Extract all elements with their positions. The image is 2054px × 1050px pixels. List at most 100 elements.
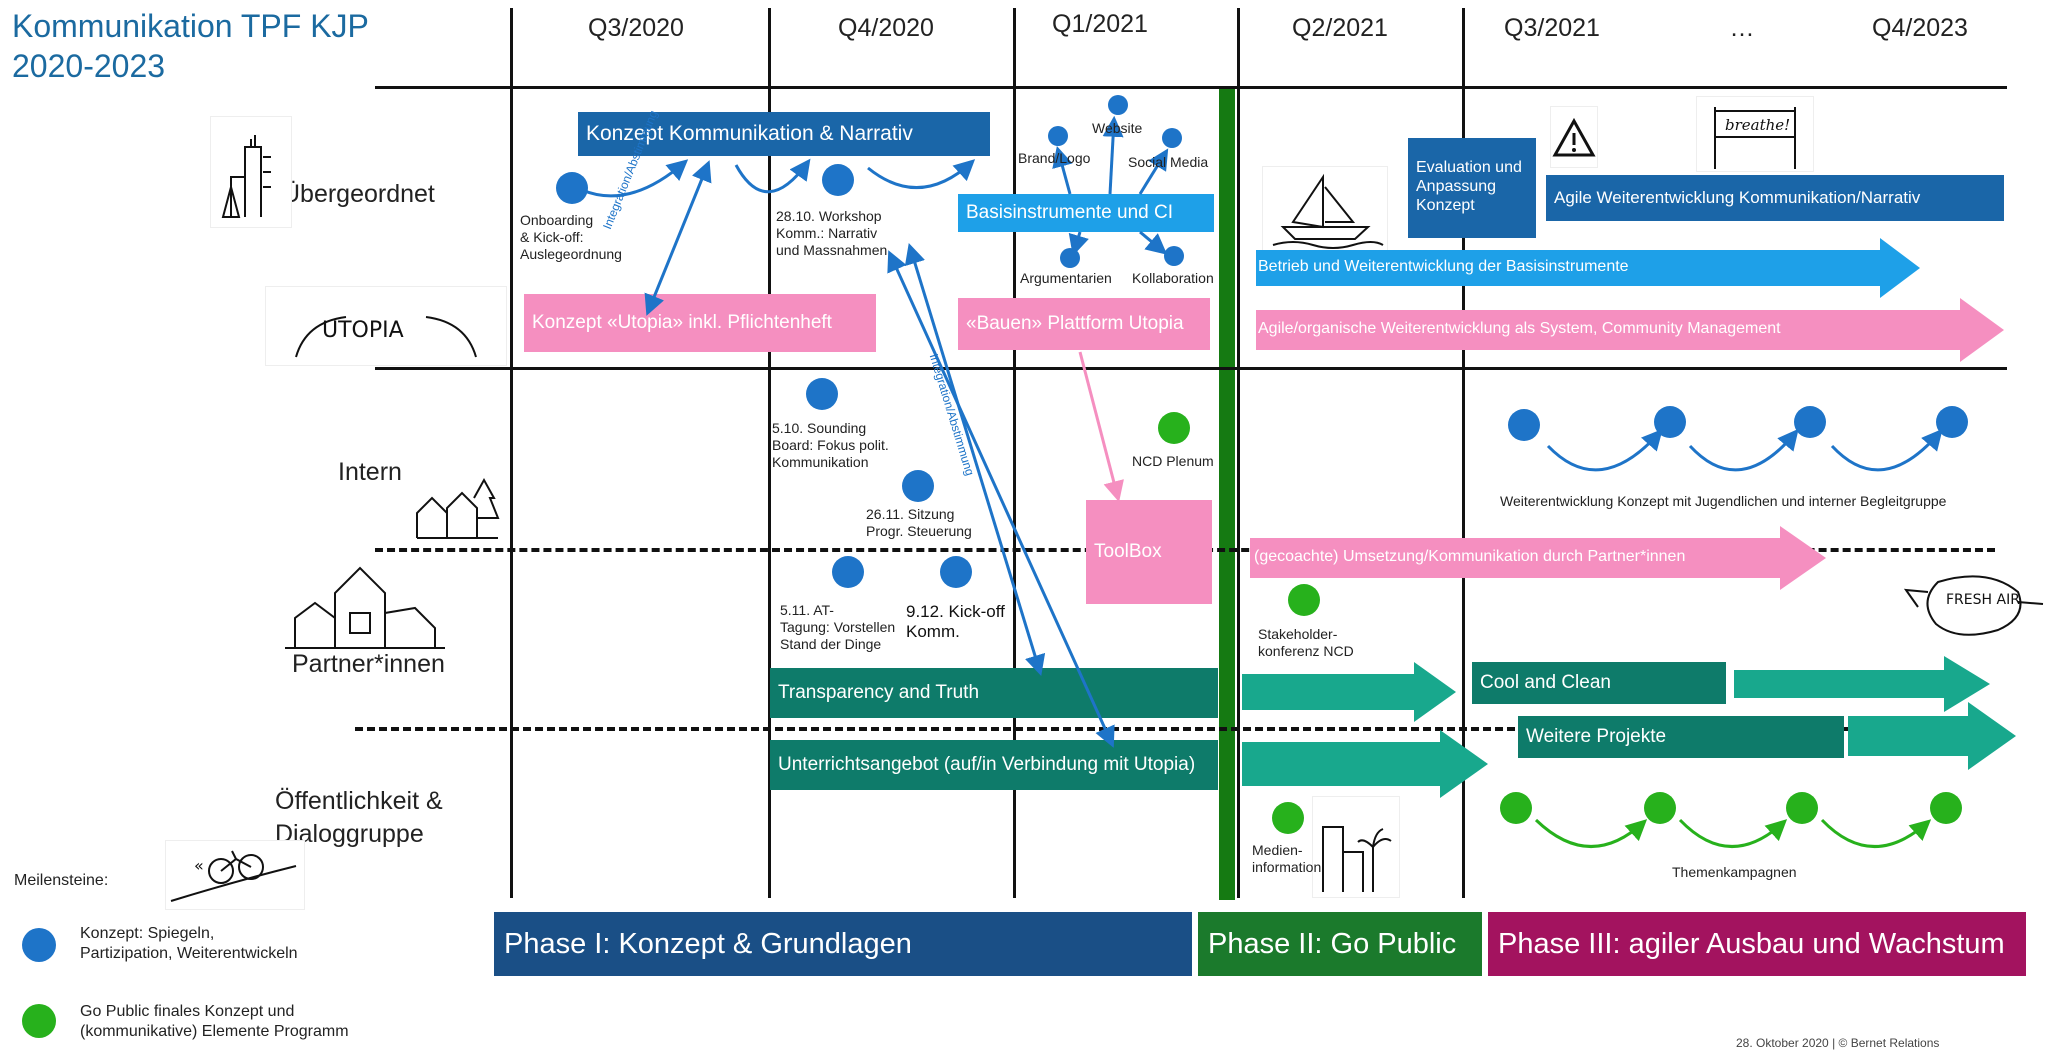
arrow-betrieb [1256, 238, 1920, 298]
quarter-header-q1-2021: Q1/2021 [1052, 10, 1148, 38]
milestone-dot-public-3 [1786, 792, 1818, 824]
grid-line-h1 [375, 86, 2007, 89]
milestone-dot-intern-3 [1794, 406, 1826, 438]
milestone-dot-public-2 [1644, 792, 1676, 824]
legend-blue-dot [22, 928, 56, 962]
milestone-dot-kickoff [940, 556, 972, 588]
box-agile-weiterentwicklung: Agile Weiterentwicklung Kommunikation/Na… [1546, 175, 2004, 221]
note-sounding: 5.10. Sounding Board: Fokus polit. Kommu… [772, 420, 889, 470]
row-label-oeffentlichkeit-1: Öffentlichkeit & [275, 787, 443, 815]
note-argumentarien: Argumentarien [1020, 270, 1112, 286]
fresh-air-text: FRESH AIR [1946, 592, 2020, 608]
intern-curve-1 [1546, 428, 1663, 472]
note-stakeholder: Stakeholder- konferenz NCD [1258, 626, 1354, 659]
houses-sketch-icon [412, 468, 502, 544]
note-social: Social Media [1128, 154, 1209, 170]
box-basisinstrumente: Basisinstrumente und CI [958, 194, 1214, 232]
dot-argumentarien [1060, 248, 1080, 268]
quarter-header-q3-2021: Q3/2021 [1504, 14, 1600, 42]
text-agile-organisch: Agile/organische Weiterentwicklung als S… [1258, 320, 1781, 337]
public-curve-1 [1534, 818, 1648, 848]
legend-title: Meilensteine: [14, 872, 109, 889]
warning-icon [1550, 106, 1598, 168]
note-at-tagung: 5.11. AT- Tagung: Vorstellen Stand der D… [780, 602, 896, 652]
grid-line-v1 [510, 8, 513, 898]
legend-blue-text: Konzept: Spiegeln, Partizipation, Weiter… [80, 925, 298, 962]
milestone-dot-public-1 [1500, 792, 1532, 824]
arrow-teal-1 [1242, 662, 1456, 722]
arrow-agile-organisch [1256, 298, 2004, 362]
milestone-dot-at-tagung [832, 556, 864, 588]
title-line-1: Kommunikation TPF KJP [12, 8, 369, 44]
city-sketch-icon [210, 116, 292, 228]
arrow-teal-2 [1734, 656, 1990, 712]
box-unterricht: Unterrichtsangebot (auf/in Verbindung mi… [770, 740, 1218, 790]
phase-bar-3: Phase III: agiler Ausbau und Wachstum [1488, 912, 2026, 976]
legend-green-dot [22, 1004, 56, 1038]
milestone-divider-bar [1219, 88, 1235, 900]
milestone-dot-intern-2 [1654, 406, 1686, 438]
dot-website [1108, 95, 1128, 115]
utopia-logo-text: UTOPIA [322, 318, 404, 343]
milestone-dot-workshop [822, 164, 854, 196]
milestone-dot-intern-1 [1508, 409, 1540, 441]
box-konzept-utopia: Konzept «Utopia» inkl. Pflichtenheft [524, 294, 876, 352]
dot-kollaboration [1164, 246, 1184, 266]
note-medien: Medien- information [1252, 842, 1322, 875]
milestone-dot-intern-4 [1936, 406, 1968, 438]
utopia-logo-icon: UTOPIA [265, 286, 507, 366]
pink-arrow-to-toolbox [1078, 351, 1124, 503]
footer-copyright: 28. Oktober 2020 | © Bernet Relations [1736, 1036, 1940, 1050]
legend-green-text: Go Public finales Konzept und (kommunika… [80, 1003, 349, 1040]
dot-brand [1048, 126, 1068, 146]
note-themenkampagnen: Themenkampagnen [1672, 864, 1797, 880]
note-workshop: 28.10. Workshop Komm.: Narrativ und Mass… [776, 208, 888, 258]
quarter-header-q3-2020: Q3/2020 [588, 14, 684, 42]
box-cool-clean: Cool and Clean [1472, 662, 1726, 704]
grid-line-v4 [1237, 8, 1240, 898]
box-evaluation: Evaluation und Anpassung Konzept [1408, 138, 1536, 238]
quarter-header-q4-2020: Q4/2020 [838, 14, 934, 42]
basisinstrumente-spokes [1052, 115, 1169, 257]
integration-arrow-1 [644, 160, 712, 316]
note-ncd-plenum: NCD Plenum [1132, 453, 1214, 469]
intern-curve-3 [1830, 428, 1943, 472]
row-label-intern: Intern [338, 458, 402, 486]
public-curve-3 [1820, 818, 1932, 848]
quarter-header-q2-2021: Q2/2021 [1292, 14, 1388, 42]
curve-connector-3 [867, 159, 976, 189]
dot-social [1162, 128, 1182, 148]
bicycle-sketch-icon: « [165, 840, 305, 910]
phase-bar-2: Phase II: Go Public [1198, 912, 1482, 976]
village-sketch-icon [265, 553, 455, 653]
dashed-line-2 [355, 727, 1995, 731]
arrow-teal-4 [1848, 702, 2016, 770]
intern-curve-2 [1688, 428, 1799, 472]
milestone-dot-public-4 [1930, 792, 1962, 824]
row-label-uebergeordnet: Übergeordnet [282, 180, 435, 208]
breathe-banner-icon: breathe! [1696, 96, 1814, 172]
title-line-2: 2020-2023 [12, 48, 166, 84]
quarter-header-q4-2023: Q4/2023 [1872, 14, 1968, 42]
public-curve-2 [1678, 818, 1788, 848]
milestone-dot-sounding [806, 378, 838, 410]
phase-bar-1: Phase I: Konzept & Grundlagen [494, 912, 1192, 976]
diagram-title: Kommunikation TPF KJP 2020-2023 [12, 6, 369, 86]
milestone-dot-stakeholder [1288, 584, 1320, 616]
integration-arrow-3 [887, 250, 1115, 748]
note-sitzung: 26.11. Sitzung Progr. Steuerung [866, 506, 972, 539]
note-onboarding: Onboarding & Kick-off: Auslegeordnung [520, 212, 622, 262]
svg-text:«: « [194, 856, 204, 875]
milestone-dot-sitzung [902, 470, 934, 502]
note-brand: Brand/Logo [1018, 150, 1091, 166]
grid-line-v5 [1462, 8, 1465, 898]
palm-city-sketch-icon [1312, 796, 1400, 898]
quarter-header-ellipsis: … [1729, 14, 1755, 42]
note-weiterentwicklung-konzept: Weiterentwicklung Konzept mit Jugendlich… [1500, 493, 1947, 509]
fresh-air-sign-icon: FRESH AIR [1898, 562, 2046, 646]
note-kickoff-komm: 9.12. Kick-off Komm. [906, 602, 1005, 641]
arrow-gecoachte [1250, 526, 1826, 590]
box-konzept-narrativ: Konzept Kommunikation & Narrativ [578, 112, 990, 156]
milestone-dot-ncd-plenum [1158, 412, 1190, 444]
